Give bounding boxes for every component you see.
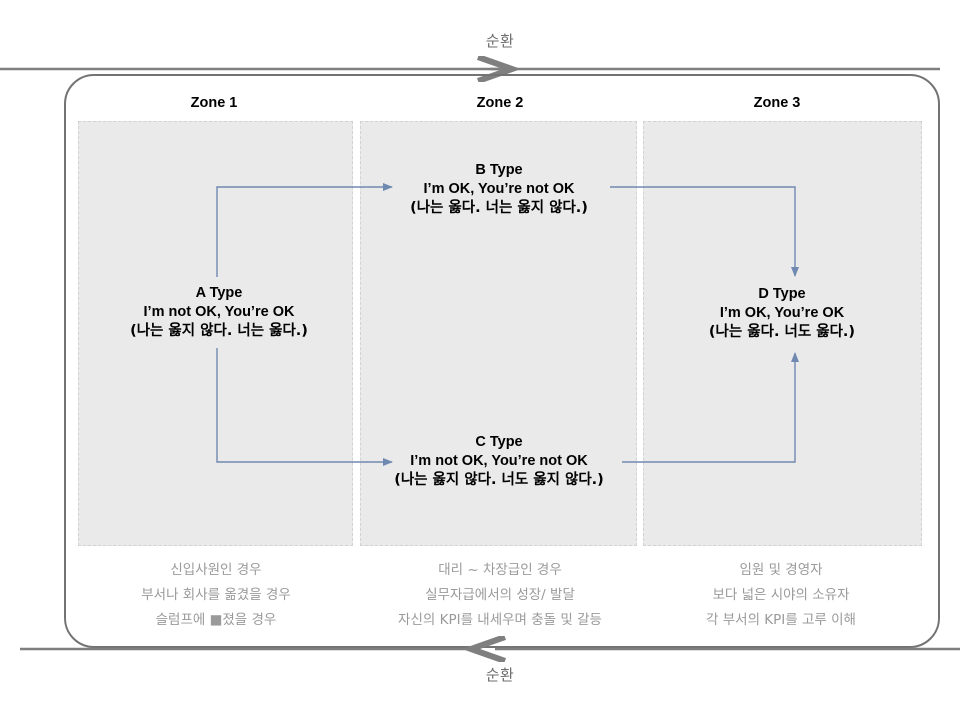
- cycle-label-top: 순환: [485, 32, 515, 50]
- cycle-arrow-left-icon: [20, 636, 960, 662]
- node-b-type-korean: (나는 옳다. 너는 옳지 않다.): [410, 200, 588, 217]
- node-a-type-title: A Type: [195, 285, 243, 301]
- outer-frame: [64, 74, 940, 648]
- cycle-label-bottom: 순환: [485, 666, 515, 684]
- node-b-type-title: B Type: [475, 162, 523, 178]
- zone-2-caption-line-1: 대리 ~ 차장급인 경우: [438, 562, 562, 578]
- zone-1-caption: 신입사원인 경우 부서나 회사를 옮겼을 경우 슬럼프에 ■졌을 경우: [66, 558, 366, 633]
- node-b-type: B Type I’m OK, You’re not OK (나는 옳다. 너는 …: [349, 161, 649, 218]
- node-d-type: D Type I’m OK, You’re OK (나는 옳다. 너도 옳다.): [632, 285, 932, 342]
- zone-2-caption-line-3: 자신의 KPI를 내세우며 충돌 및 갈등: [398, 611, 602, 628]
- zone-3-caption-line-1: 임원 및 경영자: [739, 562, 823, 578]
- node-a-type: A Type I’m not OK, You’re OK (나는 옳지 않다. …: [69, 284, 369, 341]
- node-c-type-english: I’m not OK, You’re not OK: [410, 453, 588, 470]
- zone-1-caption-line-3: 슬럼프에 ■졌을 경우: [155, 611, 277, 628]
- zone-3-caption-line-2: 보다 넓은 시야의 소유자: [712, 586, 850, 603]
- zone-header-1: Zone 1: [190, 95, 238, 111]
- zone-header-2: Zone 2: [476, 95, 524, 111]
- node-a-type-korean: (나는 옳지 않다. 너는 옳다.): [130, 323, 308, 340]
- zone-3-caption-line-3: 각 부서의 KPI를 고루 이해: [706, 611, 856, 628]
- zone-panel-2: [360, 121, 637, 546]
- zone-3-caption: 임원 및 경영자 보다 넓은 시야의 소유자 각 부서의 KPI를 고루 이해: [631, 558, 931, 633]
- zone-header-3: Zone 3: [753, 95, 801, 111]
- node-c-type-title: C Type: [475, 434, 523, 450]
- node-b-type-english: I’m OK, You’re not OK: [423, 181, 575, 198]
- node-c-type: C Type I’m not OK, You’re not OK (나는 옳지 …: [349, 433, 649, 490]
- node-d-type-korean: (나는 옳다. 너도 옳다.): [708, 324, 856, 341]
- node-c-type-korean: (나는 옳지 않다. 너도 옳지 않다.): [394, 472, 604, 489]
- cycle-arrow-right-icon: [0, 56, 940, 82]
- zone-1-caption-line-1: 신입사원인 경우: [170, 562, 262, 578]
- zone-2-caption: 대리 ~ 차장급인 경우 실무자급에서의 성장/ 발달 자신의 KPI를 내세우…: [350, 558, 650, 633]
- node-d-type-english: I’m OK, You’re OK: [719, 305, 845, 322]
- zone-1-caption-line-2: 부서나 회사를 옮겼을 경우: [141, 586, 291, 603]
- zone-2-caption-line-2: 실무자급에서의 성장/ 발달: [425, 586, 575, 603]
- node-d-type-title: D Type: [758, 286, 806, 302]
- node-a-type-english: I’m not OK, You’re OK: [143, 304, 295, 321]
